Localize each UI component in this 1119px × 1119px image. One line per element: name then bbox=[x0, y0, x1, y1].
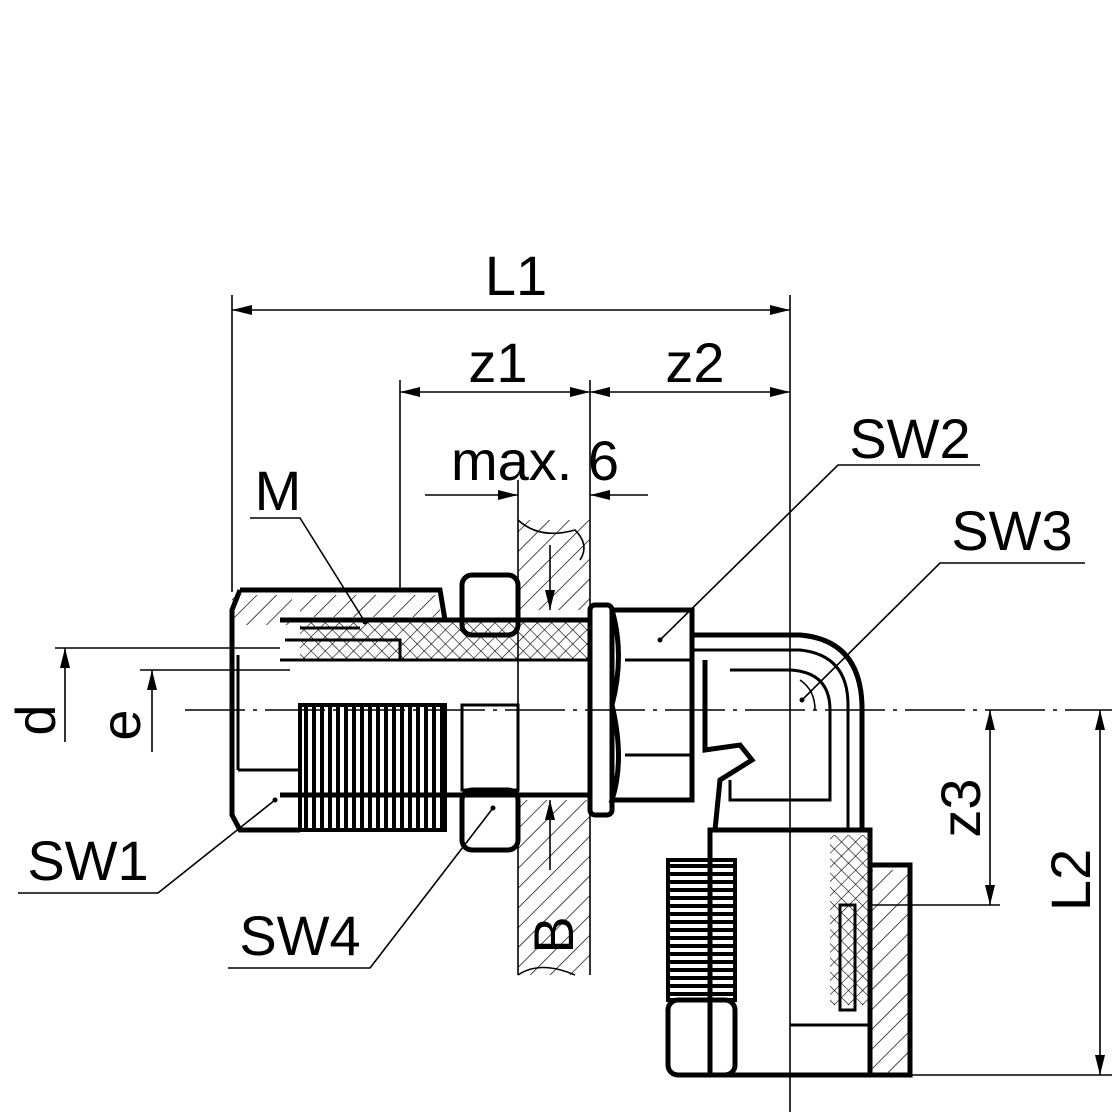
label-L2: L2 bbox=[1039, 849, 1102, 911]
dimension-d: d bbox=[4, 648, 70, 742]
label-SW1: SW1 bbox=[27, 829, 148, 892]
bulkhead-wall bbox=[517, 519, 590, 976]
label-SW3: SW3 bbox=[951, 499, 1072, 562]
callout-SW1: SW1 bbox=[18, 797, 278, 894]
dimension-z2: z2 bbox=[590, 331, 790, 397]
dimension-z3: z3 bbox=[929, 710, 995, 905]
label-z3: z3 bbox=[929, 778, 992, 837]
dimension-e: e bbox=[89, 670, 157, 752]
dimension-L1: L1 bbox=[232, 244, 790, 315]
dimension-max6: max. 6 bbox=[425, 429, 648, 500]
dimension-L2: L2 bbox=[1039, 710, 1105, 1075]
label-e: e bbox=[89, 709, 152, 740]
label-L1: L1 bbox=[485, 244, 547, 307]
callout-SW4: SW4 bbox=[228, 805, 496, 969]
label-M: M bbox=[255, 459, 302, 522]
callout-M: M bbox=[250, 459, 368, 625]
label-z2: z2 bbox=[665, 331, 724, 394]
fitting-body bbox=[229, 572, 695, 853]
dimension-z1: z1 bbox=[400, 331, 590, 397]
callout-SW3: SW3 bbox=[799, 499, 1085, 703]
label-max6: max. 6 bbox=[451, 429, 619, 492]
lower-nut bbox=[665, 827, 913, 1078]
label-z1: z1 bbox=[468, 331, 527, 394]
label-SW2: SW2 bbox=[849, 407, 970, 470]
label-d: d bbox=[4, 704, 67, 735]
callout-SW2: SW2 bbox=[657, 407, 980, 643]
label-SW4: SW4 bbox=[239, 904, 360, 967]
elbow bbox=[692, 632, 865, 831]
